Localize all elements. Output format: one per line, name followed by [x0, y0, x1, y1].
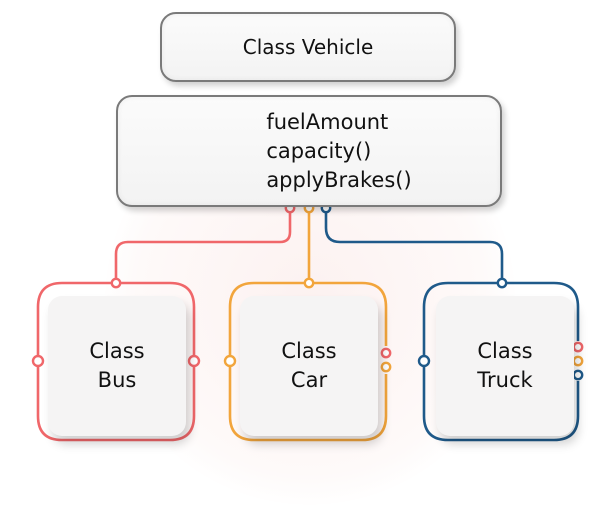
class-truck-label-2: Truck — [477, 368, 533, 392]
member-apply-brakes: applyBrakes() — [266, 167, 412, 192]
frame-truck — [422, 281, 580, 442]
class-truck-label-1: Class — [477, 339, 533, 363]
class-car-card: Class Car — [240, 296, 378, 436]
class-truck-card: Class Truck — [436, 296, 574, 436]
member-capacity: capacity() — [266, 138, 372, 163]
frame-car — [228, 281, 388, 442]
connector-bus — [114, 210, 292, 283]
frame-bus — [36, 281, 196, 442]
class-vehicle-box: Class Vehicle — [160, 12, 456, 82]
connector-truck — [324, 210, 504, 283]
class-bus-label-1: Class — [89, 339, 145, 363]
class-vehicle-title: Class Vehicle — [242, 35, 374, 59]
class-bus-card: Class Bus — [48, 296, 186, 436]
class-bus-label-2: Bus — [97, 368, 137, 392]
class-members-box: fuelAmount capacity() applyBrakes() — [116, 95, 502, 207]
class-car-label-1: Class — [281, 339, 337, 363]
member-fuel-amount: fuelAmount — [266, 109, 389, 134]
class-car-label-2: Car — [290, 368, 328, 392]
